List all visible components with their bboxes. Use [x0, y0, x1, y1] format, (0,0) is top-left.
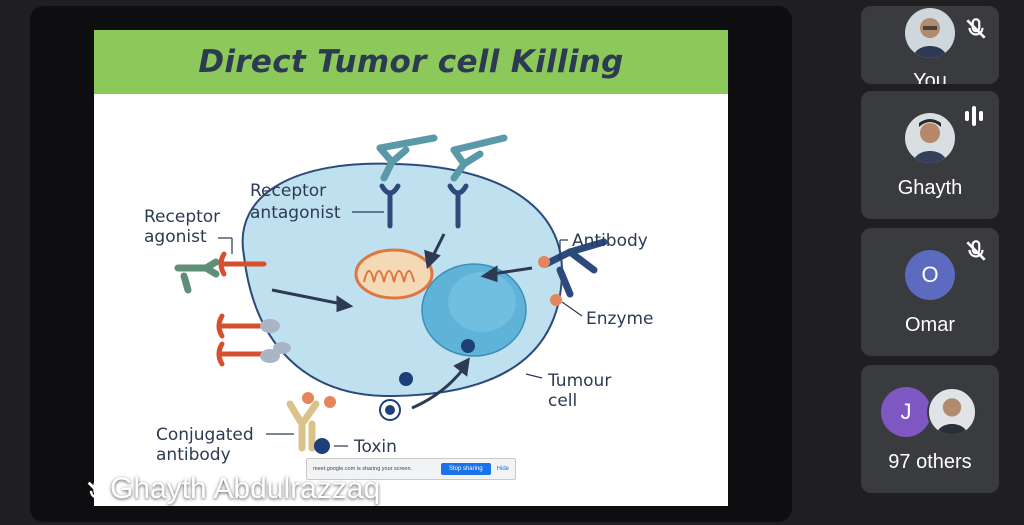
- label-antibody: Antibody: [572, 231, 648, 251]
- toxin-molecule: [314, 438, 330, 454]
- label-conjugated-antibody-line1: Conjugated: [156, 425, 254, 445]
- hide-share-bar-button[interactable]: Hide: [496, 466, 509, 472]
- avatar-initial: J: [900, 399, 912, 424]
- label-conjugated-antibody-line2: antibody: [156, 445, 231, 465]
- speaking-indicator-icon: [959, 101, 989, 131]
- share-bar-text: meet.google.com is sharing your screen.: [313, 466, 413, 472]
- label-receptor-antagonist-line2: antagonist: [250, 203, 341, 223]
- avatar: [905, 113, 955, 163]
- toxin-particle: [399, 372, 413, 386]
- mitochondrion: [354, 248, 434, 300]
- enzyme-antibody: [542, 238, 608, 298]
- label-enzyme: Enzyme: [586, 309, 654, 329]
- main-stage[interactable]: Direct Tumor cell Killing: [30, 6, 792, 522]
- avatar: [927, 387, 977, 437]
- arrows: [271, 233, 533, 410]
- receptor-agonist-antibody: [174, 258, 220, 294]
- avatar-initial: O: [921, 262, 939, 287]
- presenter-name: Ghayth Abdulrazzaq: [110, 472, 381, 505]
- avatar: O: [905, 250, 955, 300]
- label-toxin: Toxin: [353, 437, 397, 457]
- participant-name: You: [913, 70, 947, 84]
- membrane-receptors: [216, 251, 267, 367]
- mic-off-icon: [966, 18, 986, 39]
- receptor-antagonist-antibody: [376, 134, 508, 182]
- shared-slide: Direct Tumor cell Killing: [94, 30, 728, 506]
- participant-name: Ghayth: [897, 177, 963, 199]
- slide-title: Direct Tumor cell Killing: [198, 44, 624, 80]
- slide-header: Direct Tumor cell Killing: [94, 30, 728, 94]
- nucleus-particle: [461, 339, 475, 353]
- screen-share-bar: meet.google.com is sharing your screen. …: [306, 458, 516, 480]
- stop-sharing-button[interactable]: Stop sharing: [440, 463, 491, 475]
- participant-tile-you[interactable]: You: [861, 6, 999, 84]
- label-receptor-agonist-line2: agonist: [144, 227, 207, 247]
- label-tumour-cell-line1: Tumour: [547, 371, 611, 391]
- participant-name: Omar: [905, 314, 955, 336]
- label-receptor-antagonist-line1: Receptor: [250, 181, 326, 201]
- participant-tile-omar[interactable]: O Omar: [861, 228, 999, 356]
- mic-off-icon: [966, 240, 986, 261]
- mic-off-icon: [87, 480, 109, 503]
- avatar: J: [881, 387, 931, 437]
- label-receptor-agonist-line1: Receptor: [144, 207, 220, 227]
- participant-tile-ghayth[interactable]: Ghayth: [861, 91, 999, 219]
- participant-name: 97 others: [888, 451, 972, 473]
- avatar: [905, 8, 955, 58]
- tumor-cell-diagram: Receptor agonist Receptor antagonist Ant…: [144, 134, 654, 465]
- participant-tile-others[interactable]: J 97 others: [861, 365, 999, 493]
- label-tumour-cell-line2: cell: [548, 391, 577, 411]
- conjugated-antibody: [286, 400, 320, 452]
